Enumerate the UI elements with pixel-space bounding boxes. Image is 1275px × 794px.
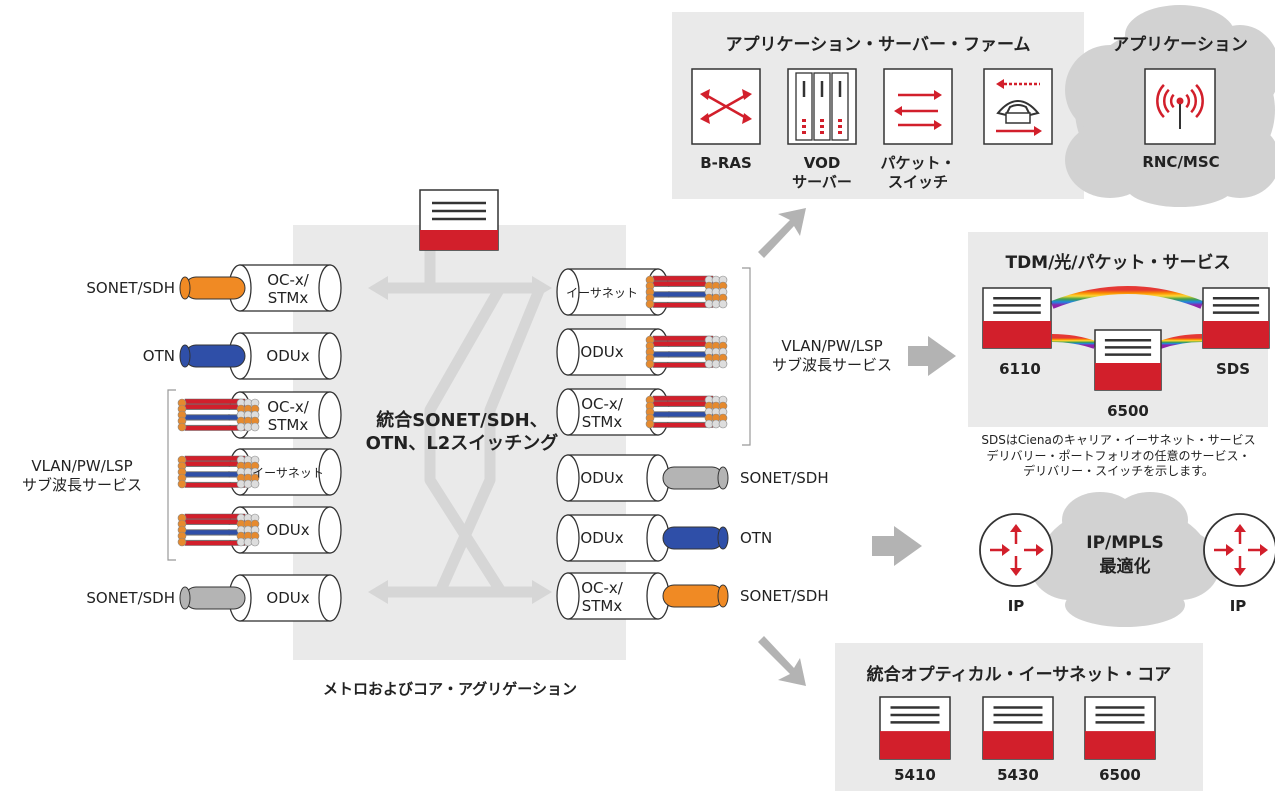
- cable-label: OC-x/: [581, 579, 624, 597]
- app-cloud-title: アプリケーション: [1112, 35, 1248, 55]
- cable-type-label: SONET/SDH: [86, 589, 175, 607]
- right-bracket-label: VLAN/PW/LSP サブ波長サービス: [752, 337, 912, 375]
- arrow-right-1: [908, 336, 956, 376]
- tdm-node-label-6110: 6110: [999, 360, 1041, 378]
- tdm-note-line1: SDSはCienaのキャリア・イーサネット・サービス: [981, 433, 1256, 447]
- optical-node-label-6500: 6500: [1099, 766, 1141, 784]
- cable-label: イーサネット: [252, 466, 324, 480]
- app-farm-title: アプリケーション・サーバー・ファーム: [725, 35, 1031, 55]
- right-cable-2: OC-x/STMx: [556, 388, 728, 436]
- tdm-note: SDSはCienaのキャリア・イーサネット・サービス デリバリー・ポートフォリオ…: [966, 433, 1271, 480]
- cross-arrowhead-right-bottom: [532, 580, 552, 604]
- right-bracket-label-line2: サブ波長サービス: [771, 355, 892, 374]
- right-cable-0: イーサネット: [556, 268, 728, 316]
- cross-arrowhead-right-top: [532, 276, 552, 300]
- cable-label: ODUx: [580, 469, 623, 487]
- cable-label: STMx: [268, 289, 309, 307]
- fiber-core: [184, 586, 246, 610]
- arrow-up-right: [758, 208, 806, 258]
- left-bracket: [167, 389, 176, 561]
- cable-label: ODUx: [266, 347, 309, 365]
- cable-type-label: SONET/SDH: [740, 587, 829, 605]
- cable-label: ODUx: [580, 529, 623, 547]
- tdm-note-line3: デリバリー・スイッチを示します。: [1023, 464, 1214, 479]
- cable-type-label: OTN: [143, 347, 175, 365]
- rainbow-link-right: [1158, 334, 1203, 349]
- left-cable-1: ODUx OTN: [143, 332, 342, 380]
- direction-arrows: [758, 208, 956, 686]
- core-node-icon: [419, 189, 499, 251]
- right-cable-4: ODUx OTN: [556, 514, 772, 562]
- arrow-down-right: [758, 636, 806, 686]
- cable-sheath: [567, 388, 659, 436]
- cross-arrowhead-left-bottom: [368, 580, 388, 604]
- ipmpls-label-line2: 最適化: [1099, 556, 1151, 577]
- left-cable-5: ODUx SONET/SDH: [86, 574, 342, 622]
- fiber-core: [184, 276, 246, 300]
- cable-sheath: [567, 328, 659, 376]
- tdm-note-line2: デリバリー・ポートフォリオの任意のサービス・: [986, 448, 1251, 463]
- cable-label: OC-x/: [581, 395, 624, 413]
- right-bracket-label-line1: VLAN/PW/LSP: [781, 337, 883, 355]
- left-cable-4: ODUx: [177, 506, 342, 554]
- right-cable-3: ODUx SONET/SDH: [556, 454, 829, 502]
- cable-label: STMx: [582, 413, 623, 431]
- optical-node-label-5410: 5410: [894, 766, 936, 784]
- app-cloud-label: RNC/MSC: [1142, 153, 1220, 171]
- cable-label: イーサネット: [566, 286, 638, 300]
- core-caption: メトロおよびコア・アグリゲーション: [323, 680, 577, 698]
- cable-type-label: SONET/SDH: [86, 279, 175, 297]
- left-cable-0: OC-x/STMx SONET/SDH: [86, 264, 342, 312]
- left-cable-3: イーサネット: [177, 448, 342, 496]
- ip-router-left-label: IP: [1007, 597, 1025, 615]
- fiber-core: [662, 584, 724, 608]
- cable-label: ODUx: [266, 589, 309, 607]
- rainbow-link-left: [1051, 334, 1097, 349]
- cable-label: ODUx: [580, 343, 623, 361]
- tdm-node-label-6500: 6500: [1107, 402, 1149, 420]
- fiber-core: [662, 526, 724, 550]
- ip-router-right-label: IP: [1229, 597, 1247, 615]
- left-bracket-label-line2: サブ波長サービス: [21, 475, 142, 494]
- rainbow-link-top: [1050, 286, 1204, 309]
- cable-sheath: [567, 454, 659, 502]
- ipmpls-label: IP/MPLS 最適化: [1075, 532, 1175, 580]
- cable-label: STMx: [582, 597, 623, 615]
- cable-sheath: [567, 514, 659, 562]
- optical-node-label-5430: 5430: [997, 766, 1039, 784]
- right-bracket: [742, 267, 751, 446]
- arrow-right-2: [872, 526, 922, 566]
- cable-label: OC-x/: [267, 398, 310, 416]
- cable-type-label: OTN: [740, 529, 772, 547]
- ipmpls-label-line1: IP/MPLS: [1086, 533, 1164, 553]
- right-cable-5: OC-x/STMx SONET/SDH: [556, 572, 829, 620]
- cable-type-label: SONET/SDH: [740, 469, 829, 487]
- left-bracket-label-line1: VLAN/PW/LSP: [31, 457, 133, 475]
- tdm-title: TDM/光/パケット・サービス: [1005, 253, 1231, 273]
- cable-label: OC-x/: [267, 271, 310, 289]
- fiber-core: [662, 466, 724, 490]
- cross-arrowhead-left-top: [368, 276, 388, 300]
- cable-label: STMx: [268, 416, 309, 434]
- optical-core-title: 統合オプティカル・イーサネット・コア: [866, 665, 1172, 685]
- left-cable-2: OC-x/STMx: [177, 391, 342, 439]
- cable-label: ODUx: [266, 521, 309, 539]
- tdm-node-label-sds: SDS: [1215, 360, 1251, 378]
- cable-sheath: [567, 572, 659, 620]
- fiber-core: [184, 344, 246, 368]
- core-title-line1: 統合SONET/SDH、: [376, 410, 548, 431]
- cross-arrows: [380, 250, 546, 598]
- core-title: 統合SONET/SDH、 OTN、L2スイッチング: [352, 410, 572, 455]
- cable-sheath: [239, 332, 331, 380]
- left-bracket-label: VLAN/PW/LSP サブ波長サービス: [2, 457, 162, 495]
- core-title-line2: OTN、L2スイッチング: [365, 432, 559, 454]
- right-cable-1: ODUx: [556, 328, 728, 376]
